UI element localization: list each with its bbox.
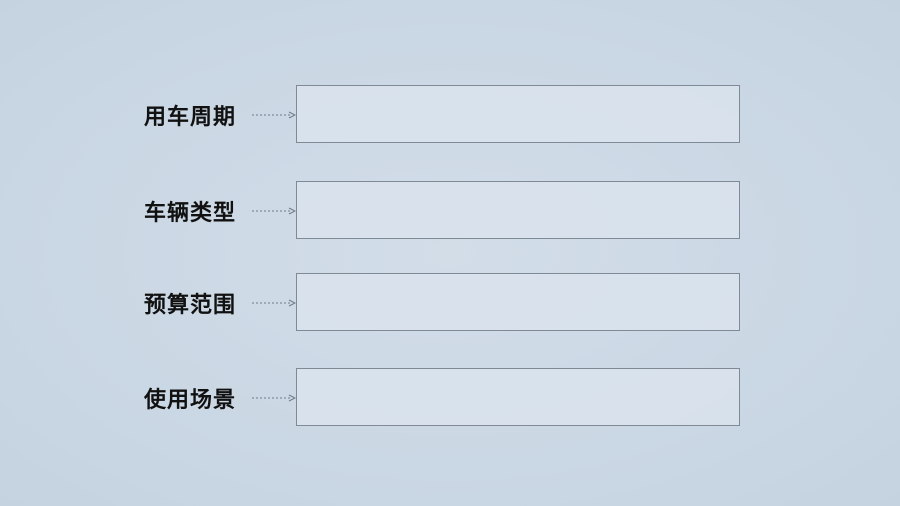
form-row-vehicle-type: 车辆类型 bbox=[140, 181, 745, 241]
dotted-arrow-right-icon bbox=[252, 299, 296, 307]
usage-period-input[interactable] bbox=[296, 85, 740, 143]
budget-range-input[interactable] bbox=[296, 273, 740, 331]
field-label-budget-range: 预算范围 bbox=[144, 293, 237, 318]
vehicle-type-input[interactable] bbox=[296, 181, 740, 239]
field-label-vehicle-type: 车辆类型 bbox=[144, 201, 237, 226]
form-row-usage-scenario: 使用场景 bbox=[140, 368, 745, 428]
field-label-usage-period: 用车周期 bbox=[144, 105, 237, 130]
dotted-arrow-right-icon bbox=[252, 394, 296, 402]
field-label-usage-scenario: 使用场景 bbox=[144, 388, 237, 413]
usage-scenario-input[interactable] bbox=[296, 368, 740, 426]
form-row-usage-period: 用车周期 bbox=[140, 85, 745, 145]
form-row-budget-range: 预算范围 bbox=[140, 273, 745, 333]
dotted-arrow-right-icon bbox=[252, 207, 296, 215]
dotted-arrow-right-icon bbox=[252, 111, 296, 119]
